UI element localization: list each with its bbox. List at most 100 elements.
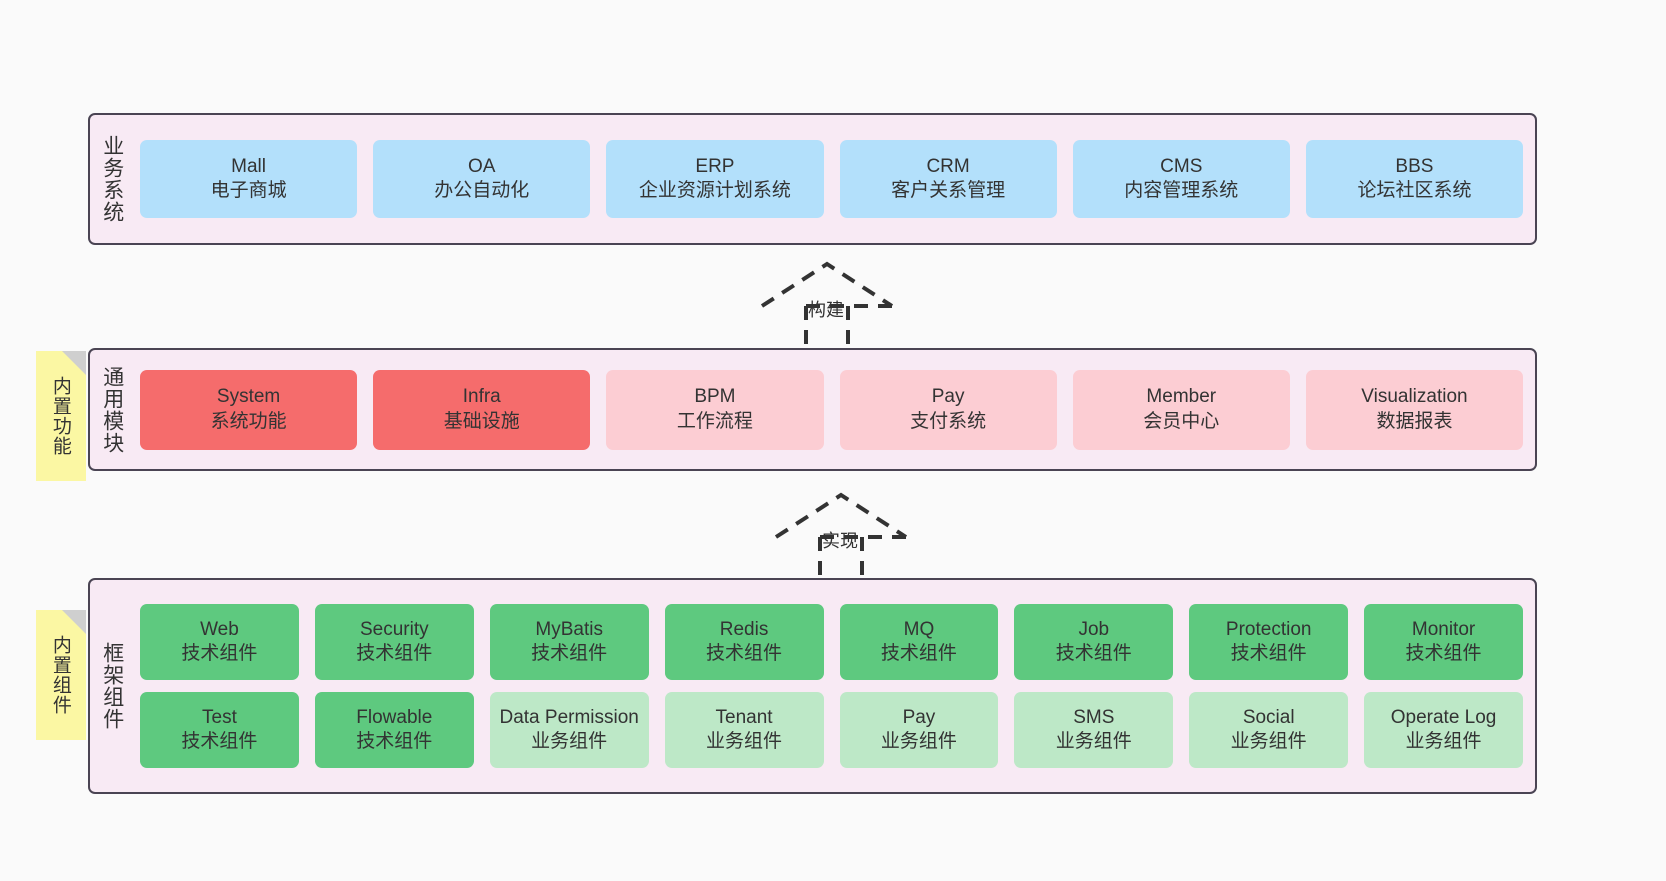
note-builtin-features: 内置功能 [36,351,86,481]
card-subtitle: 基础设施 [443,410,520,432]
card-title: Flowable [356,706,433,728]
card-mq[interactable]: MQ 技术组件 [839,604,999,680]
card-job[interactable]: Job 技术组件 [1014,604,1174,680]
card-title: Pay [902,706,936,728]
card-title: Infra [462,386,501,408]
card-title: Test [202,706,237,728]
card-subtitle: 技术组件 [1055,643,1132,664]
card-title: Job [1078,618,1110,640]
framework-row-tech: Web 技术组件 Security 技术组件 MyBatis 技术组件 Redi… [140,604,1523,680]
card-subtitle: 技术组件 [1230,643,1307,664]
card-test[interactable]: Test 技术组件 [140,692,299,768]
card-title: Mall [231,155,266,177]
card-title: Member [1146,386,1217,408]
card-subtitle: 数据报表 [1376,410,1453,432]
card-pay-component[interactable]: Pay 业务组件 [839,692,999,768]
card-subtitle: 技术组件 [181,643,258,664]
card-subtitle: 技术组件 [181,731,258,752]
card-title: Redis [719,618,769,640]
card-infra[interactable]: Infra 基础设施 [373,369,591,450]
card-subtitle: 企业资源计划系统 [638,180,791,201]
connector-build-label: 构建 [808,300,844,320]
card-subtitle: 业务组件 [1230,731,1307,752]
card-title: Protection [1225,618,1312,640]
build-arrow-icon [760,261,894,348]
card-subtitle: 业务组件 [1405,731,1482,752]
card-data-permission[interactable]: Data Permission 业务组件 [489,692,649,768]
card-title: Monitor [1411,618,1476,640]
connector-implement-label: 实现 [822,531,858,551]
card-protection[interactable]: Protection 技术组件 [1189,604,1349,680]
card-oa[interactable]: OA 办公自动化 [373,140,591,218]
layer-business-system: 业务系统 Mall 电子商城 OA 办公自动化 ERP 企业资源计划系统 CRM… [88,113,1537,245]
card-subtitle: 业务组件 [531,731,608,752]
card-title: SMS [1073,706,1115,728]
note-builtin-components: 内置组件 [36,610,86,740]
card-title: Web [200,618,239,640]
card-subtitle: 业务组件 [706,731,783,752]
card-mall[interactable]: Mall 电子商城 [140,140,358,218]
card-web[interactable]: Web 技术组件 [140,604,299,680]
card-system[interactable]: System 系统功能 [140,369,358,450]
card-title: CRM [926,155,970,177]
card-member[interactable]: Member 会员中心 [1072,369,1290,450]
card-subtitle: 支付系统 [910,410,987,432]
card-title: Security [359,618,429,640]
card-subtitle: 电子商城 [210,180,287,201]
note-label: 内置功能 [49,376,71,456]
framework-row-business: Test 技术组件 Flowable 技术组件 Data Permission … [140,692,1523,768]
card-mybatis[interactable]: MyBatis 技术组件 [489,604,649,680]
card-operate-log[interactable]: Operate Log 业务组件 [1364,692,1523,768]
note-fold-corner [62,351,86,375]
layer-body-framework-component: Web 技术组件 Security 技术组件 MyBatis 技术组件 Redi… [134,580,1535,792]
card-title: System [216,386,281,408]
card-title: OA [468,155,496,177]
card-erp[interactable]: ERP 企业资源计划系统 [606,140,824,218]
card-social[interactable]: Social 业务组件 [1189,692,1349,768]
layer-title-common-module: 通用模块 [100,365,124,454]
layer-framework-component: 框架组件 Web 技术组件 Security 技术组件 MyBatis 技术组件… [88,578,1537,794]
implement-arrow-icon [774,492,908,579]
card-monitor[interactable]: Monitor 技术组件 [1364,604,1523,680]
card-visualization[interactable]: Visualization 数据报表 [1305,369,1524,450]
card-title: BPM [694,386,736,408]
card-title: Tenant [715,706,773,728]
card-security[interactable]: Security 技术组件 [314,604,474,680]
card-sms[interactable]: SMS 业务组件 [1014,692,1174,768]
card-redis[interactable]: Redis 技术组件 [664,604,824,680]
note-label: 内置组件 [49,635,71,715]
card-bbs[interactable]: BBS 论坛社区系统 [1305,140,1524,218]
card-tenant[interactable]: Tenant 业务组件 [664,692,824,768]
card-cms[interactable]: CMS 内容管理系统 [1072,140,1290,218]
card-subtitle: 技术组件 [706,643,783,664]
connector-implement: 实现 [766,489,926,581]
card-subtitle: 会员中心 [1143,410,1220,432]
card-title: Social [1242,706,1295,728]
layer-common-module: 通用模块 System 系统功能 Infra 基础设施 BPM 工作流程 Pay… [88,348,1537,471]
note-fold-corner [62,610,86,634]
card-subtitle: 内容管理系统 [1124,180,1239,201]
card-subtitle: 技术组件 [1405,643,1482,664]
card-pay-module[interactable]: Pay 支付系统 [839,369,1057,450]
card-subtitle: 工作流程 [676,410,753,432]
card-title: MQ [903,618,935,640]
card-flowable[interactable]: Flowable 技术组件 [314,692,474,768]
card-title: BBS [1395,155,1434,177]
card-crm[interactable]: CRM 客户关系管理 [839,140,1057,218]
card-subtitle: 技术组件 [356,731,433,752]
card-subtitle: 系统功能 [210,410,287,432]
card-title: CMS [1160,155,1203,177]
card-subtitle: 办公自动化 [434,180,530,201]
card-title: Operate Log [1390,706,1497,728]
card-subtitle: 技术组件 [531,643,608,664]
card-bpm[interactable]: BPM 工作流程 [606,369,824,450]
layer-body-common-module: System 系统功能 Infra 基础设施 BPM 工作流程 Pay 支付系统… [134,350,1535,469]
layer-title-business-system: 业务系统 [100,135,124,223]
card-title: Visualization [1361,386,1468,408]
card-title: ERP [695,155,735,177]
card-title: MyBatis [535,618,603,640]
card-title: Pay [931,386,965,408]
card-subtitle: 技术组件 [356,643,433,664]
layer-body-business-system: Mall 电子商城 OA 办公自动化 ERP 企业资源计划系统 CRM 客户关系… [134,115,1535,243]
